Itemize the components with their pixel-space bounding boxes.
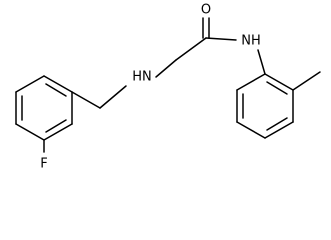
ch2-carbonyl-bond xyxy=(175,37,207,61)
ring-a-double-2 xyxy=(45,119,67,133)
ring-b-bond-4 xyxy=(236,121,266,139)
oxygen-atom-label: O xyxy=(201,3,211,18)
tolyl-ring xyxy=(236,73,294,139)
ring-b-bond-6 xyxy=(236,73,266,91)
ch2-nh-bond xyxy=(99,85,127,109)
methyl-bond xyxy=(292,71,321,91)
ring-a-bond-1 xyxy=(43,75,73,93)
fluorophenyl-ring xyxy=(15,75,73,141)
nh-ch2-bond xyxy=(155,59,177,78)
ring-a-bond-6 xyxy=(15,75,45,93)
carbonyl-nh-bond xyxy=(205,37,237,41)
ring-ch2-bond xyxy=(71,91,101,109)
ring-b-bond-3 xyxy=(264,121,294,139)
ring-b-double-2 xyxy=(266,117,288,131)
ring-a-double-1 xyxy=(45,83,67,97)
ring-b-bond-1 xyxy=(264,73,294,91)
fluorine-atom-label: F xyxy=(40,157,47,172)
ring-b-double-1 xyxy=(266,81,288,95)
amide-nitrogen-atom-label: NH xyxy=(241,34,261,49)
amine-atom-label: HN xyxy=(132,70,152,85)
ring-a-bond-4 xyxy=(15,123,45,141)
nh-ring-bond xyxy=(257,49,266,75)
chemical-structure-diagram: F HN O NH xyxy=(15,3,321,172)
ring-a-bond-3 xyxy=(43,123,73,141)
